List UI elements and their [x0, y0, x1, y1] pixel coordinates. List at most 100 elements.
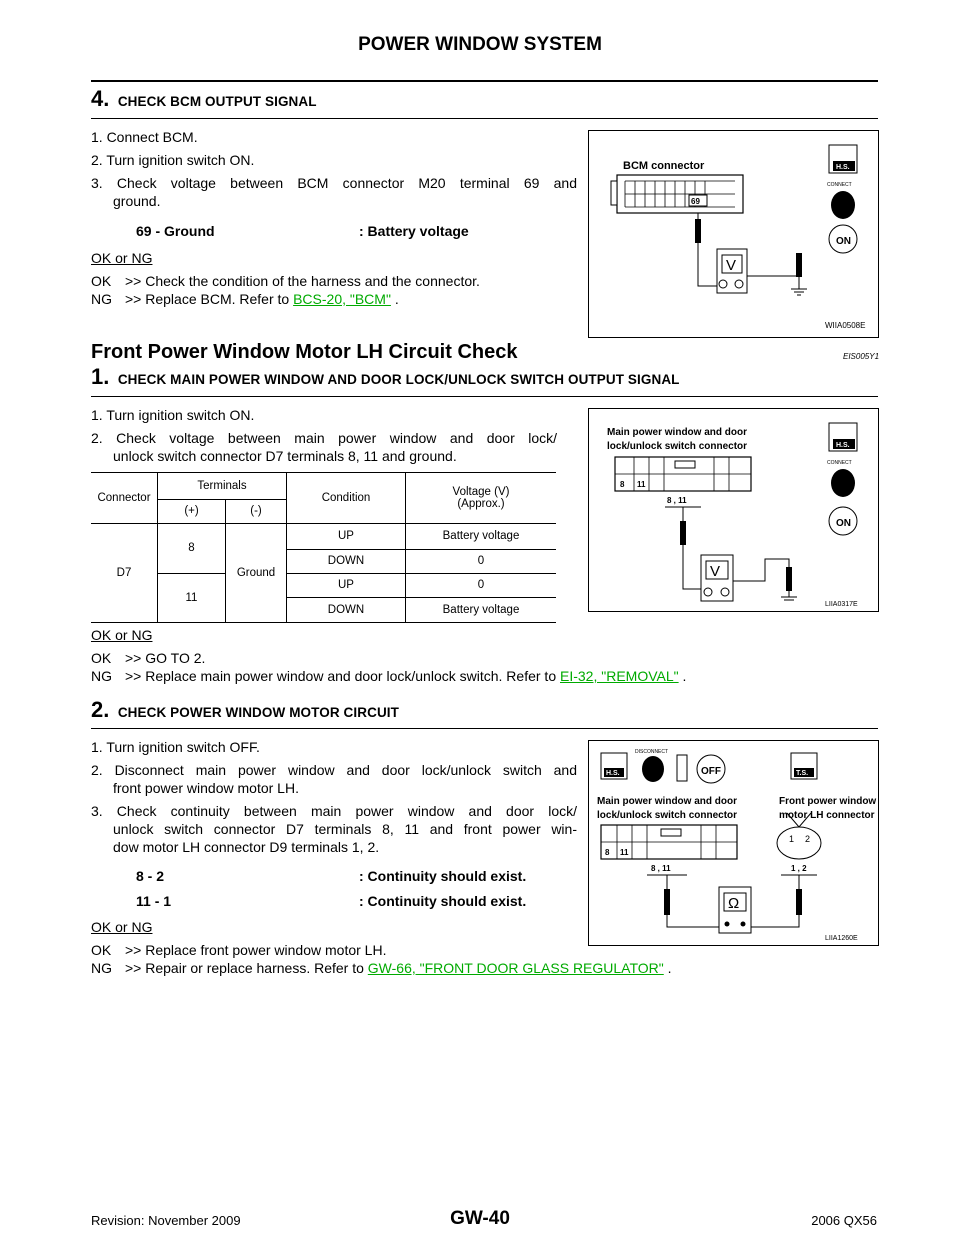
hs-icon: H.S.: [606, 770, 620, 777]
terminals-label: 8 , 11: [651, 864, 671, 873]
ng-label: NG: [91, 668, 112, 684]
step-title: CHECK MAIN POWER WINDOW AND DOOR LOCK/UN…: [117, 372, 680, 387]
connect-label: CONNECT: [827, 460, 852, 466]
ok-or-ng-label: OK or NG: [91, 627, 153, 643]
step-rule: [91, 396, 878, 397]
ng-tail: .: [667, 960, 672, 976]
step-4-list-item: 2. Turn ignition switch ON.: [91, 152, 255, 168]
left-connector-label-line2: lock/unlock switch connector: [597, 810, 737, 821]
step-number: 4.: [91, 86, 110, 111]
spec-left: 11 - 1: [136, 893, 172, 909]
step-4-list-item-cont: ground.: [113, 193, 161, 209]
ohmmeter-icon: Ω: [728, 895, 739, 912]
switch-connector-figure: Main power window and door lock/unlock s…: [588, 408, 879, 612]
cell-connector: D7: [91, 523, 158, 622]
figure-code: WIIA0508E: [825, 321, 865, 330]
step-number: 1.: [91, 364, 110, 389]
hs-icon: H.S.: [836, 164, 850, 171]
continuity-figure: H.S. DISCONNECT OFF T.S. Main power wind…: [588, 740, 879, 946]
col-header-voltage: Voltage (V) (Approx.): [406, 473, 557, 523]
figure-code: LIIA1260E: [825, 935, 858, 942]
disconnect-icon: [642, 756, 664, 782]
cell-voltage: Battery voltage: [405, 523, 556, 550]
cell-condition: UP: [286, 523, 406, 550]
ok-label: OK: [91, 942, 112, 958]
section-title: Front Power Window Motor LH Circuit Chec…: [91, 341, 518, 363]
ei-32-link[interactable]: EI-32, "REMOVAL": [560, 668, 679, 684]
continuity-check-diagram: H.S. DISCONNECT OFF T.S. Main power wind…: [597, 749, 876, 942]
ng-tail: .: [682, 668, 687, 684]
switch-voltage-diagram: Main power window and door lock/unlock s…: [607, 422, 858, 608]
ignition-off-icon: OFF: [701, 766, 721, 777]
ng-text: >> Replace main power window and door lo…: [125, 668, 557, 684]
ng-line: >> Replace main power window and door lo…: [125, 667, 686, 685]
terminal-11-label: 11: [637, 480, 646, 489]
bcm-wiring-diagram: BCM connector 69 V H.S. CONNECT ON WIIA0…: [610, 144, 865, 330]
footer-revision: Revision: November 2009: [91, 1213, 241, 1228]
ts-icon: T.S.: [796, 770, 808, 777]
voltmeter-icon: V: [710, 563, 720, 580]
ng-label: NG: [91, 960, 112, 976]
cell-ground: Ground: [225, 523, 287, 622]
gw-66-link[interactable]: GW-66, "FRONT DOOR GLASS REGULATOR": [367, 960, 664, 976]
spec-left: 8 - 2: [136, 868, 165, 884]
cell-terminal-11: 11: [157, 573, 226, 622]
voltage-table: Connector Terminals Condition Voltage (V…: [91, 472, 556, 623]
col-header-minus: (-): [225, 499, 287, 523]
col-header-terminals: Terminals: [157, 473, 287, 500]
step-4-list-item: 3. Check voltage between BCM connector M…: [91, 175, 577, 191]
ok-label: OK: [91, 650, 112, 666]
cell-condition: DOWN: [286, 597, 406, 622]
ng-text: >> Replace BCM. Refer to: [125, 291, 290, 307]
page-header-title: POWER WINDOW SYSTEM: [358, 34, 602, 55]
disconnect-label: DISCONNECT: [635, 749, 668, 755]
cell-condition: UP: [286, 573, 406, 598]
cell-voltage: 0: [405, 549, 556, 574]
connect-icon: [831, 191, 855, 219]
bcs-20-link[interactable]: BCS-20, "BCM": [293, 291, 391, 307]
section-code: EIS005Y1: [843, 352, 880, 361]
step-4-heading: 4. CHECK BCM OUTPUT SIGNAL: [91, 86, 317, 112]
connector-label-line1: Main power window and door: [607, 427, 747, 438]
ok-text: >> Replace front power window motor LH.: [125, 942, 387, 958]
col-header-voltage-line2: (Approx.): [457, 497, 505, 510]
connector-label-line2: lock/unlock switch connector: [607, 441, 747, 452]
footer-model: 2006 QX56: [811, 1213, 877, 1228]
terminal-11-label: 11: [620, 848, 629, 857]
col-header-connector: Connector: [91, 473, 158, 523]
ok-label: OK: [91, 273, 112, 289]
ng-label: NG: [91, 291, 112, 307]
step-1-list-item-cont: unlock switch connector D7 terminals 8, …: [113, 448, 457, 464]
pin-2-label: 2: [805, 834, 810, 844]
ignition-on-icon: ON: [836, 236, 851, 247]
page-number: GW-40: [450, 1208, 510, 1229]
ok-or-ng-label: OK or NG: [91, 250, 153, 266]
header-rule: [91, 80, 878, 82]
pin-terms-label: 1 , 2: [791, 864, 807, 873]
step-4-list-item: 1. Connect BCM.: [91, 129, 198, 145]
step-2-list-item: 1. Turn ignition switch OFF.: [91, 739, 260, 755]
spec-right: : Continuity should exist.: [359, 893, 527, 909]
ng-line: >> Replace BCM. Refer to BCS-20, "BCM" .: [125, 290, 399, 308]
voltmeter-icon: V: [726, 257, 736, 274]
step-2-list-item-cont: dow motor LH connector D9 terminals 1, 2…: [113, 839, 380, 855]
ok-text: >> Check the condition of the harness an…: [125, 273, 480, 289]
col-header-voltage-line1: Voltage (V): [452, 485, 510, 498]
step-2-list-item-cont: front power window motor LH.: [113, 780, 299, 796]
step-rule: [91, 728, 878, 729]
step-1-list-item: 1. Turn ignition switch ON.: [91, 407, 255, 423]
left-connector-label-line1: Main power window and door: [597, 796, 737, 807]
step-1-list-item: 2. Check voltage between main power wind…: [91, 430, 557, 446]
connect-label: CONNECT: [827, 182, 852, 188]
col-header-plus: (+): [157, 499, 226, 523]
step-title: CHECK POWER WINDOW MOTOR CIRCUIT: [117, 705, 399, 720]
ok-text: >> GO TO 2.: [125, 650, 206, 666]
step-2-list-item-cont: unlock switch connector D7 terminals 8, …: [113, 821, 577, 837]
ng-text: >> Repair or replace harness. Refer to: [125, 960, 364, 976]
col-header-condition: Condition: [286, 473, 406, 523]
ok-or-ng-label: OK or NG: [91, 919, 153, 935]
right-connector-label-line1: Front power window: [779, 796, 876, 807]
hs-icon: H.S.: [836, 442, 850, 449]
cell-condition: DOWN: [286, 549, 406, 574]
step-2-list-item: 2. Disconnect main power window and door…: [91, 762, 577, 778]
